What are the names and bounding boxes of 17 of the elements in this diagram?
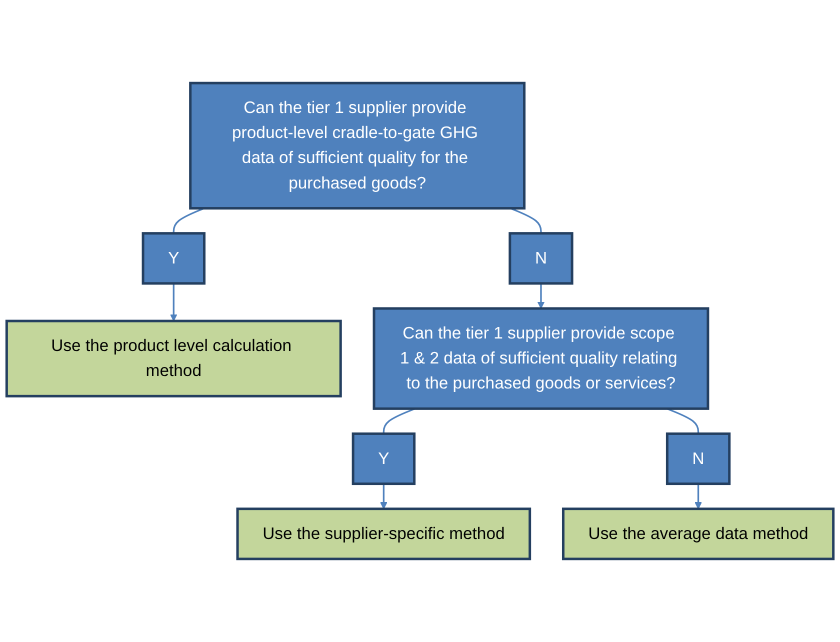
node-box: Can the tier 1 supplier provide scope 1 & 2 data of sufficient quality relating to the purchased goods or services? (372, 307, 710, 410)
node-box: Use the average data method (562, 508, 835, 560)
connector (510, 208, 542, 234)
node-box: N (666, 432, 731, 486)
node-box: Can the tier 1 supplier provide product-level cradle-to-gate GHG data of sufficient quality for the purchased goods? (189, 82, 526, 210)
connector (382, 408, 416, 434)
arrow (694, 484, 702, 510)
arrow (537, 283, 545, 309)
node-box: N (508, 232, 574, 285)
node-box: Y (142, 232, 206, 285)
node-box: Use the supplier-specific method (236, 508, 532, 560)
arrow (380, 484, 388, 510)
connector (666, 408, 700, 434)
arrow (170, 283, 178, 322)
node-box: Use the product level calculation method (5, 320, 342, 398)
connector (172, 208, 205, 234)
node-box: Y (352, 432, 416, 486)
